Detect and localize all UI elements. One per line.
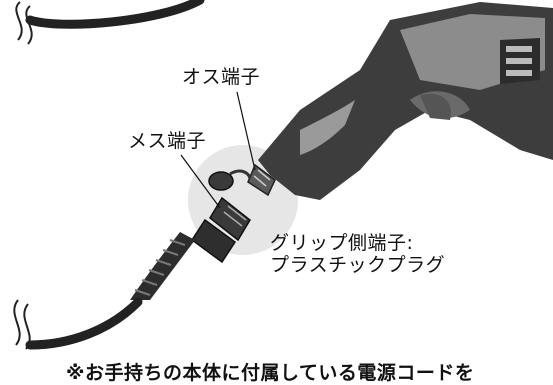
male-terminal-leader [236,91,256,171]
drill-cord-diagram [13,0,553,350]
female-terminal-graphic [190,196,251,264]
drill-body [258,2,553,200]
male-terminal-label: オス端子 [182,66,261,88]
upper-cord [25,0,205,29]
drill-trigger [420,93,451,120]
lower-cord [25,297,143,350]
terminal-cap [208,169,252,191]
footnote: ※お手持ちの本体に付属している電源コードを [66,362,475,384]
grip-terminal-label: グリップ側端子: プラスチックプラグ [270,232,446,277]
female-terminal-label: メス端子 [128,130,207,152]
strain-relief [130,232,195,300]
female-terminal-leader [180,154,221,209]
grip-terminal-label-line2: プラスチックプラグ [270,253,446,276]
break-mark-top [15,1,33,45]
grip-terminal-label-line1: グリップ側端子: [270,232,414,254]
break-mark-bottom [13,299,31,350]
